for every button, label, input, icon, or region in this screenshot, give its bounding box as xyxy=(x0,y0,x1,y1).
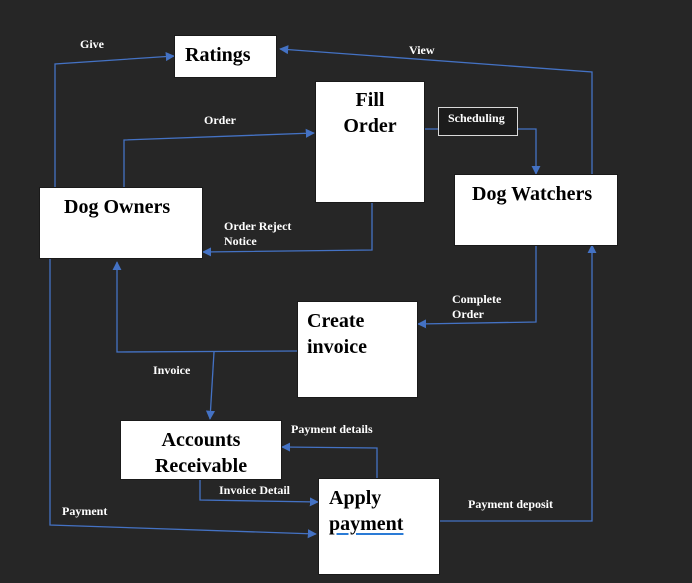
fill-order-title-line2: Order xyxy=(343,115,397,137)
label-complete-order-line2: Order xyxy=(452,307,484,321)
dog-owners-title: Dog Owners xyxy=(64,196,171,218)
accounts-receivable-title-line2: Receivable xyxy=(154,455,248,477)
apply-payment-box: Apply payment xyxy=(318,478,440,575)
ratings-title: Ratings xyxy=(185,44,251,66)
arrow-order-reject xyxy=(202,203,373,257)
arrow-payment-details xyxy=(281,442,378,479)
create-invoice-title-line1: Create xyxy=(307,310,365,332)
label-payment-details: Payment details xyxy=(291,422,373,436)
label-invoice-detail: Invoice Detail xyxy=(219,483,290,497)
label-order-reject-line1: Order Reject xyxy=(224,219,292,233)
label-invoice: Invoice xyxy=(153,363,191,377)
label-view: View xyxy=(409,43,435,57)
label-give: Give xyxy=(80,37,104,51)
label-order-reject-line2: Notice xyxy=(224,234,257,248)
arrow-invoice-to-ar xyxy=(205,351,216,420)
apply-payment-title-line1: Apply xyxy=(329,487,382,509)
arrow-view xyxy=(279,45,593,174)
accounts-receivable-box: Accounts Receivable xyxy=(120,420,282,480)
create-invoice-title-line2: invoice xyxy=(307,336,367,358)
label-complete-order: Complete Order xyxy=(452,292,501,322)
arrow-payment-deposit xyxy=(440,244,597,522)
label-order-reject: Order Reject Notice xyxy=(224,219,291,249)
scheduling-box: Scheduling xyxy=(438,107,518,136)
label-order: Order xyxy=(204,113,236,127)
create-invoice-box: Create invoice xyxy=(297,301,418,398)
arrow-invoice-to-owners xyxy=(112,261,298,353)
dog-owners-box: Dog Owners xyxy=(39,187,203,259)
accounts-receivable-title-line1: Accounts xyxy=(161,429,241,451)
arrow-complete-order xyxy=(417,246,537,329)
ratings-box: Ratings xyxy=(174,35,277,78)
arrow-invoice-detail xyxy=(199,480,319,507)
label-complete-order-line1: Complete xyxy=(452,292,502,306)
arrow-order xyxy=(123,128,315,188)
label-payment: Payment xyxy=(62,504,108,518)
arrow-give xyxy=(54,52,175,188)
dog-watchers-box: Dog Watchers xyxy=(454,174,618,246)
apply-payment-title-line2: payment xyxy=(329,513,404,535)
fill-order-title-line1: Fill xyxy=(355,89,385,111)
dog-watchers-title: Dog Watchers xyxy=(472,183,593,205)
label-payment-deposit: Payment deposit xyxy=(468,497,553,511)
arrow-payment xyxy=(49,259,317,539)
fill-order-box: Fill Order xyxy=(315,81,425,203)
label-scheduling: Scheduling xyxy=(448,111,505,125)
